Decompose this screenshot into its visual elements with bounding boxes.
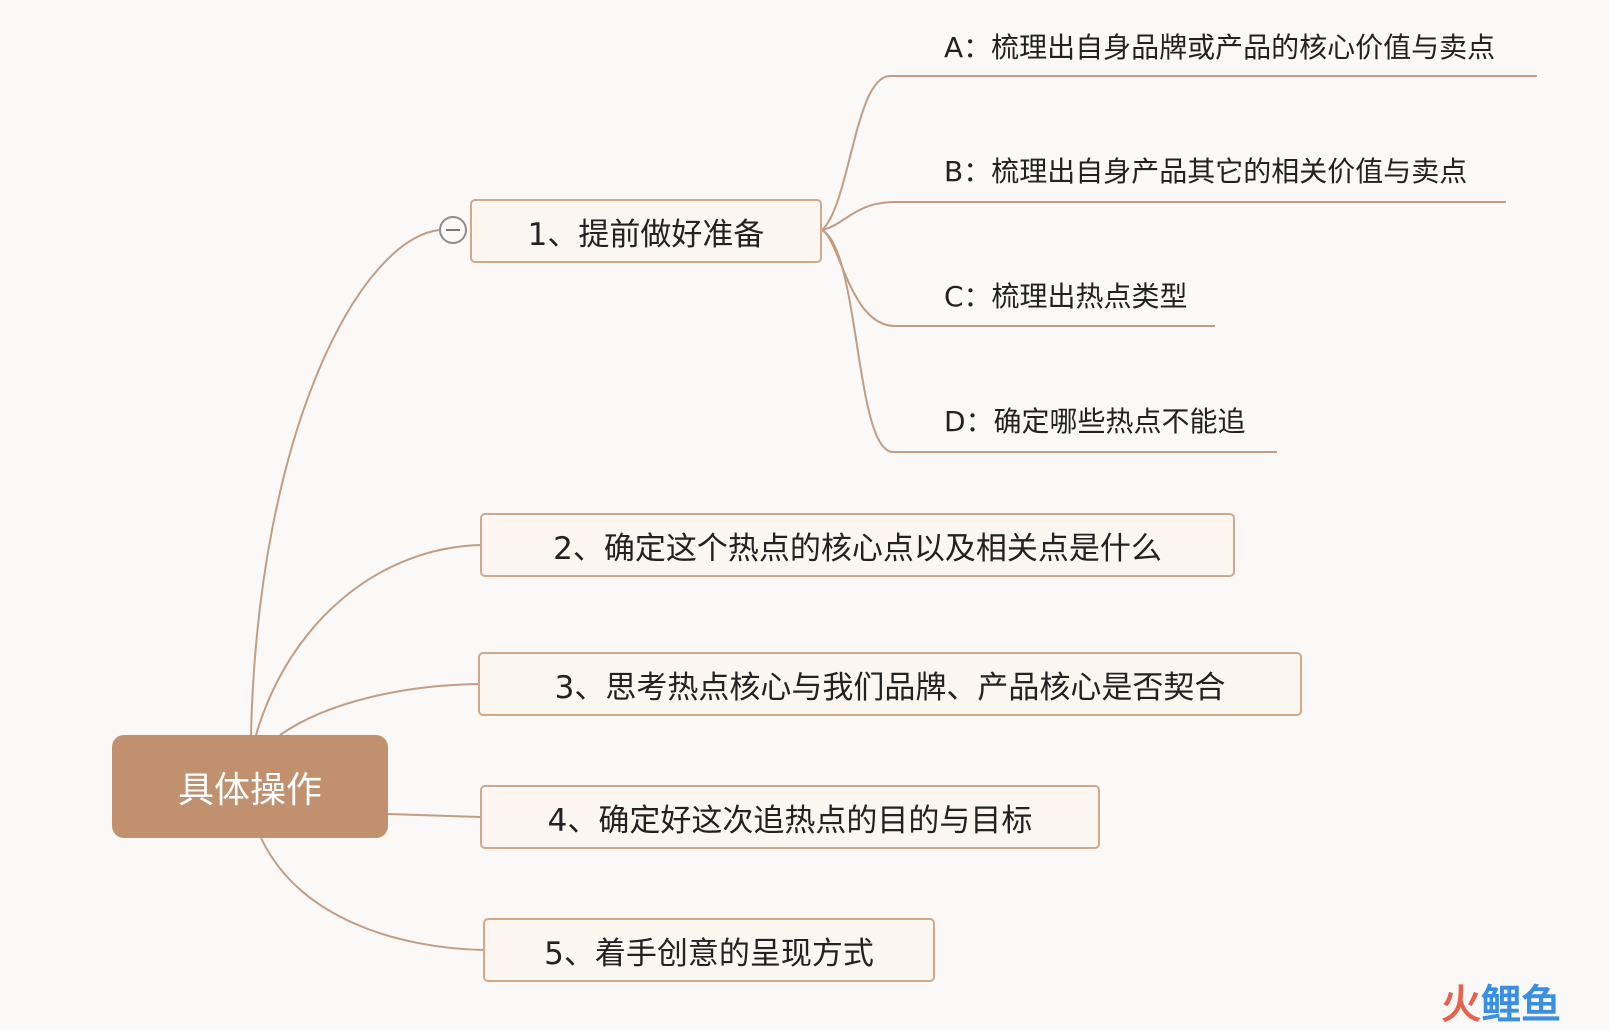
connector-branch-1-sub-d bbox=[821, 229, 1277, 453]
connector-root-branch-3 bbox=[279, 683, 479, 736]
connector-branch-1-sub-a bbox=[821, 75, 1537, 231]
watermark-part-1: 火 bbox=[1441, 982, 1481, 1028]
root-node-label: 具体操作 bbox=[177, 769, 322, 811]
branch-node-1[interactable]: 1、提前做好准备 bbox=[470, 199, 822, 263]
watermark-part-2: 鲤鱼 bbox=[1481, 982, 1561, 1028]
root-node[interactable]: 具体操作 bbox=[112, 735, 388, 838]
sub-node-a[interactable]: A：梳理出自身品牌或产品的核心价值与卖点 bbox=[944, 31, 1496, 64]
connector-root-branch-1 bbox=[250, 229, 440, 736]
branch-node-3[interactable]: 3、思考热点核心与我们品牌、产品核心是否契合 bbox=[478, 652, 1302, 716]
connector-branch-1-sub-c bbox=[821, 229, 1215, 327]
sub-node-d[interactable]: D：确定哪些热点不能追 bbox=[944, 405, 1246, 438]
connector-root-branch-2 bbox=[255, 544, 481, 736]
sub-node-c[interactable]: C：梳理出热点类型 bbox=[944, 280, 1188, 313]
connector-branch-1-sub-b bbox=[821, 201, 1506, 231]
branch-node-2[interactable]: 2、确定这个热点的核心点以及相关点是什么 bbox=[480, 513, 1235, 577]
branch-node-5[interactable]: 5、着手创意的呈现方式 bbox=[483, 918, 935, 982]
watermark-logo: 火鲤鱼 bbox=[1441, 972, 1561, 1030]
collapse-toggle-icon[interactable] bbox=[439, 216, 467, 244]
connector-root-branch-4 bbox=[387, 813, 481, 818]
branch-node-4[interactable]: 4、确定好这次追热点的目的与目标 bbox=[480, 785, 1100, 849]
connector-root-branch-5 bbox=[260, 837, 484, 951]
sub-node-b[interactable]: B：梳理出自身产品其它的相关价值与卖点 bbox=[944, 155, 1468, 188]
